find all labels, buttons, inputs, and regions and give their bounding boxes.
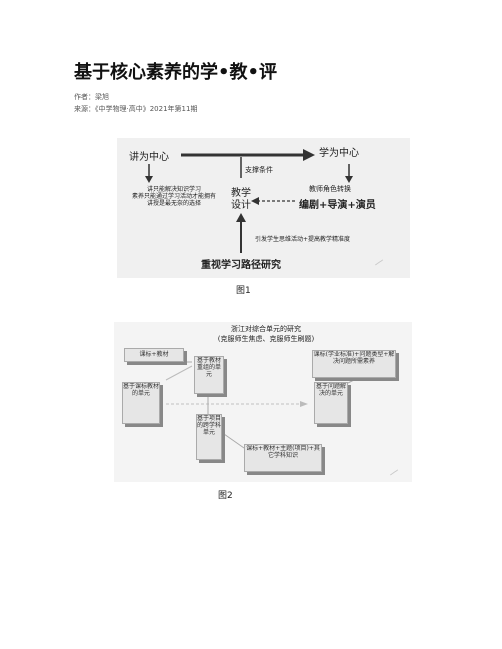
box-standards-problems: 课标(学业标准)+问题类型+解决问题所需素养 [312, 350, 396, 378]
figure-2: 浙江对综合单元的研究 (克服师生焦虑、克服师生刷题) 课标+教材 基于课标教材的… [114, 322, 412, 482]
node-jiang-center: 讲为中心 [129, 152, 169, 163]
center-teaching: 教学 [231, 188, 251, 199]
bottom-research: 重视学习路径研究 [201, 260, 281, 271]
figure-2-title: 浙江对综合单元的研究 [231, 325, 301, 333]
left-text-block: 讲只能解决知识学习 素养只能通过学习活动才能拥有 讲授是最无奈的选择 [119, 186, 229, 207]
article-source: 来源：《中学物理·高中》2021年第11期 [74, 105, 198, 113]
article-author: 作者：梁旭 [74, 93, 109, 101]
figure-1-caption: 图1 [236, 286, 251, 296]
figure-2-caption: 图2 [218, 491, 233, 501]
box-curriculum-unit: 基于课标教材的单元 [122, 382, 160, 424]
box-textbook-regroup-unit: 基于教材重组的单元 [194, 356, 224, 394]
left-text-line: 讲授是最无奈的选择 [146, 200, 201, 207]
box-cross-subject: 课标+教材+主题(项目)+其它学科知识 [244, 444, 322, 472]
node-xue-center: 学为中心 [319, 148, 359, 159]
figure-1-arrows [145, 149, 353, 253]
box-kebiao-jiaocai: 课标+教材 [124, 348, 184, 362]
center-design: 设计 [231, 200, 251, 211]
box-project-unit: 基于项目的跨学科单元 [196, 414, 222, 460]
article-title: 基于核心素养的学•教•评 [74, 62, 278, 83]
support-conditions: 支撑条件 [245, 166, 273, 174]
right-role-change: 教师角色转换 [309, 185, 351, 193]
box-problem-solving-unit: 基于问题解决的单元 [314, 382, 348, 424]
figure-1: 讲为中心 学为中心 支撑条件 讲只能解决知识学习 素养只能通过学习活动才能拥有 … [117, 138, 410, 278]
arrow-note: 引发学生思维活动+提高教学精准度 [255, 236, 351, 243]
left-text-line: 讲只能解决知识学习 [146, 186, 201, 193]
figure-2-subtitle: (克服师生焦虑、克服师生刷题) [217, 335, 315, 343]
left-text-line: 素养只能通过学习活动才能拥有 [131, 193, 216, 200]
right-roles: 编剧+导演+演员 [299, 200, 376, 211]
